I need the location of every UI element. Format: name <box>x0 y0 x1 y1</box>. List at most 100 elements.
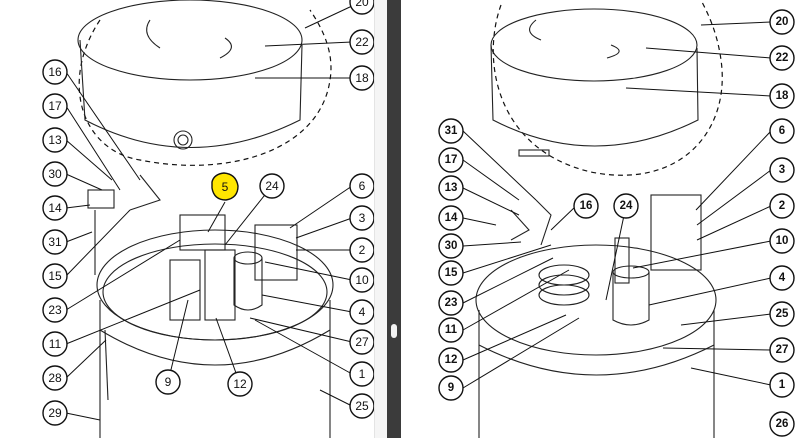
callout-23[interactable]: 23 <box>438 290 464 316</box>
left-pane-scrollbar[interactable] <box>374 0 387 438</box>
svg-text:30: 30 <box>445 240 458 252</box>
svg-text:6: 6 <box>359 179 366 193</box>
svg-text:24: 24 <box>620 200 633 212</box>
callout-11[interactable]: 11 <box>42 331 68 357</box>
svg-text:20: 20 <box>776 16 789 28</box>
svg-text:9: 9 <box>165 375 172 389</box>
callout-25[interactable]: 25 <box>769 301 795 327</box>
callout-23[interactable]: 23 <box>42 297 68 323</box>
callout-31[interactable]: 31 <box>438 118 464 144</box>
divider-grip-handle[interactable] <box>391 324 397 338</box>
callout-27[interactable]: 27 <box>769 337 795 363</box>
callout-6[interactable]: 6 <box>769 118 795 144</box>
svg-text:25: 25 <box>776 308 789 320</box>
callout-5-highlighted[interactable]: 5 <box>211 172 239 201</box>
svg-text:25: 25 <box>355 399 369 413</box>
callout-24[interactable]: 24 <box>259 173 285 199</box>
callout-30[interactable]: 30 <box>42 161 68 187</box>
svg-text:4: 4 <box>779 272 786 284</box>
callout-10[interactable]: 10 <box>769 228 795 254</box>
svg-text:14: 14 <box>445 212 458 224</box>
callout-15[interactable]: 15 <box>42 263 68 289</box>
right-exploded-diagram: 20 22 18 31 17 13 14 30 15 23 11 12 9 16… <box>438 0 795 438</box>
svg-text:1: 1 <box>779 379 786 391</box>
callout-13[interactable]: 13 <box>438 175 464 201</box>
callout-4[interactable]: 4 <box>349 299 375 325</box>
svg-text:11: 11 <box>445 324 458 336</box>
svg-text:3: 3 <box>779 164 785 176</box>
svg-text:30: 30 <box>48 167 62 181</box>
callout-16[interactable]: 16 <box>42 59 68 85</box>
callout-29[interactable]: 29 <box>42 400 68 426</box>
callout-9[interactable]: 9 <box>438 375 464 401</box>
svg-text:16: 16 <box>580 200 593 212</box>
svg-text:12: 12 <box>233 377 247 391</box>
callout-26[interactable]: 26 <box>769 411 795 437</box>
svg-text:16: 16 <box>48 65 62 79</box>
svg-text:13: 13 <box>48 133 62 147</box>
svg-text:24: 24 <box>265 179 279 193</box>
svg-text:18: 18 <box>355 71 369 85</box>
callout-1[interactable]: 1 <box>349 361 375 387</box>
callout-3[interactable]: 3 <box>349 205 375 231</box>
callout-12[interactable]: 12 <box>227 371 253 397</box>
svg-text:31: 31 <box>445 125 458 137</box>
callout-27[interactable]: 27 <box>349 329 375 355</box>
callout-10[interactable]: 10 <box>349 267 375 293</box>
callout-11[interactable]: 11 <box>438 317 464 343</box>
right-diagram-pane[interactable]: 20 22 18 31 17 13 14 30 15 23 11 12 9 16… <box>401 0 800 438</box>
svg-text:1: 1 <box>359 367 366 381</box>
svg-text:14: 14 <box>48 201 62 215</box>
svg-text:18: 18 <box>776 90 789 102</box>
split-view-divider[interactable] <box>387 0 401 438</box>
svg-text:9: 9 <box>448 382 454 394</box>
callout-4[interactable]: 4 <box>769 265 795 291</box>
callout-18[interactable]: 18 <box>769 83 795 109</box>
callout-14[interactable]: 14 <box>438 205 464 231</box>
callout-31[interactable]: 31 <box>42 229 68 255</box>
svg-text:27: 27 <box>355 335 369 349</box>
svg-text:6: 6 <box>779 125 785 137</box>
left-exploded-diagram: 20 22 18 16 17 13 30 14 31 15 23 11 28 2… <box>42 0 375 438</box>
svg-text:29: 29 <box>48 406 62 420</box>
svg-text:20: 20 <box>355 0 369 9</box>
svg-text:27: 27 <box>776 344 789 356</box>
callout-12[interactable]: 12 <box>438 347 464 373</box>
callout-18[interactable]: 18 <box>349 65 375 91</box>
svg-text:17: 17 <box>48 99 62 113</box>
svg-text:4: 4 <box>359 305 366 319</box>
svg-text:15: 15 <box>48 269 62 283</box>
callout-2[interactable]: 2 <box>349 237 375 263</box>
svg-text:5: 5 <box>222 180 229 194</box>
callout-14[interactable]: 14 <box>42 195 68 221</box>
callout-30[interactable]: 30 <box>438 233 464 259</box>
callout-20[interactable]: 20 <box>349 0 375 15</box>
svg-text:10: 10 <box>355 273 369 287</box>
svg-text:13: 13 <box>445 182 458 194</box>
svg-text:23: 23 <box>48 303 62 317</box>
callout-24[interactable]: 24 <box>613 193 639 219</box>
svg-text:2: 2 <box>359 243 366 257</box>
callout-9[interactable]: 9 <box>155 369 181 395</box>
callout-22[interactable]: 22 <box>349 29 375 55</box>
callout-17[interactable]: 17 <box>438 147 464 173</box>
callout-17[interactable]: 17 <box>42 93 68 119</box>
svg-text:26: 26 <box>776 418 789 430</box>
svg-text:3: 3 <box>359 211 366 225</box>
svg-text:28: 28 <box>48 371 62 385</box>
callout-6[interactable]: 6 <box>349 173 375 199</box>
svg-text:15: 15 <box>445 267 458 279</box>
callout-13[interactable]: 13 <box>42 127 68 153</box>
callout-22[interactable]: 22 <box>769 45 795 71</box>
callout-28[interactable]: 28 <box>42 365 68 391</box>
callout-20[interactable]: 20 <box>769 9 795 35</box>
svg-text:31: 31 <box>48 235 62 249</box>
callout-3[interactable]: 3 <box>769 157 795 183</box>
left-diagram-pane[interactable]: 20 22 18 16 17 13 30 14 31 15 23 11 28 2… <box>0 0 387 438</box>
callout-1[interactable]: 1 <box>769 372 795 398</box>
svg-text:17: 17 <box>445 154 458 166</box>
callout-2[interactable]: 2 <box>769 193 795 219</box>
callout-25[interactable]: 25 <box>349 393 375 419</box>
callout-15[interactable]: 15 <box>438 260 464 286</box>
callout-16[interactable]: 16 <box>573 193 599 219</box>
